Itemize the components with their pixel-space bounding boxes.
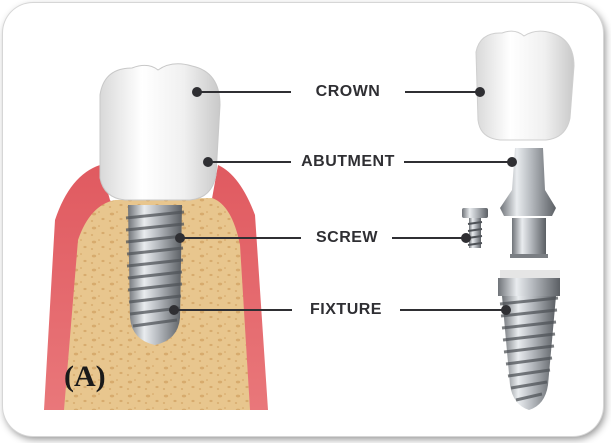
- crown-part: [476, 31, 574, 140]
- fixture-label: FIXTURE: [310, 301, 382, 319]
- screw-label: SCREW: [316, 229, 378, 247]
- panel-letter: (A): [64, 360, 106, 394]
- crown-on-implant: [100, 64, 220, 200]
- fixture-part: [498, 270, 560, 410]
- fixture-in-bone: [126, 205, 184, 345]
- crown-label: CROWN: [316, 83, 381, 101]
- abutment-label: ABUTMENT: [301, 153, 395, 171]
